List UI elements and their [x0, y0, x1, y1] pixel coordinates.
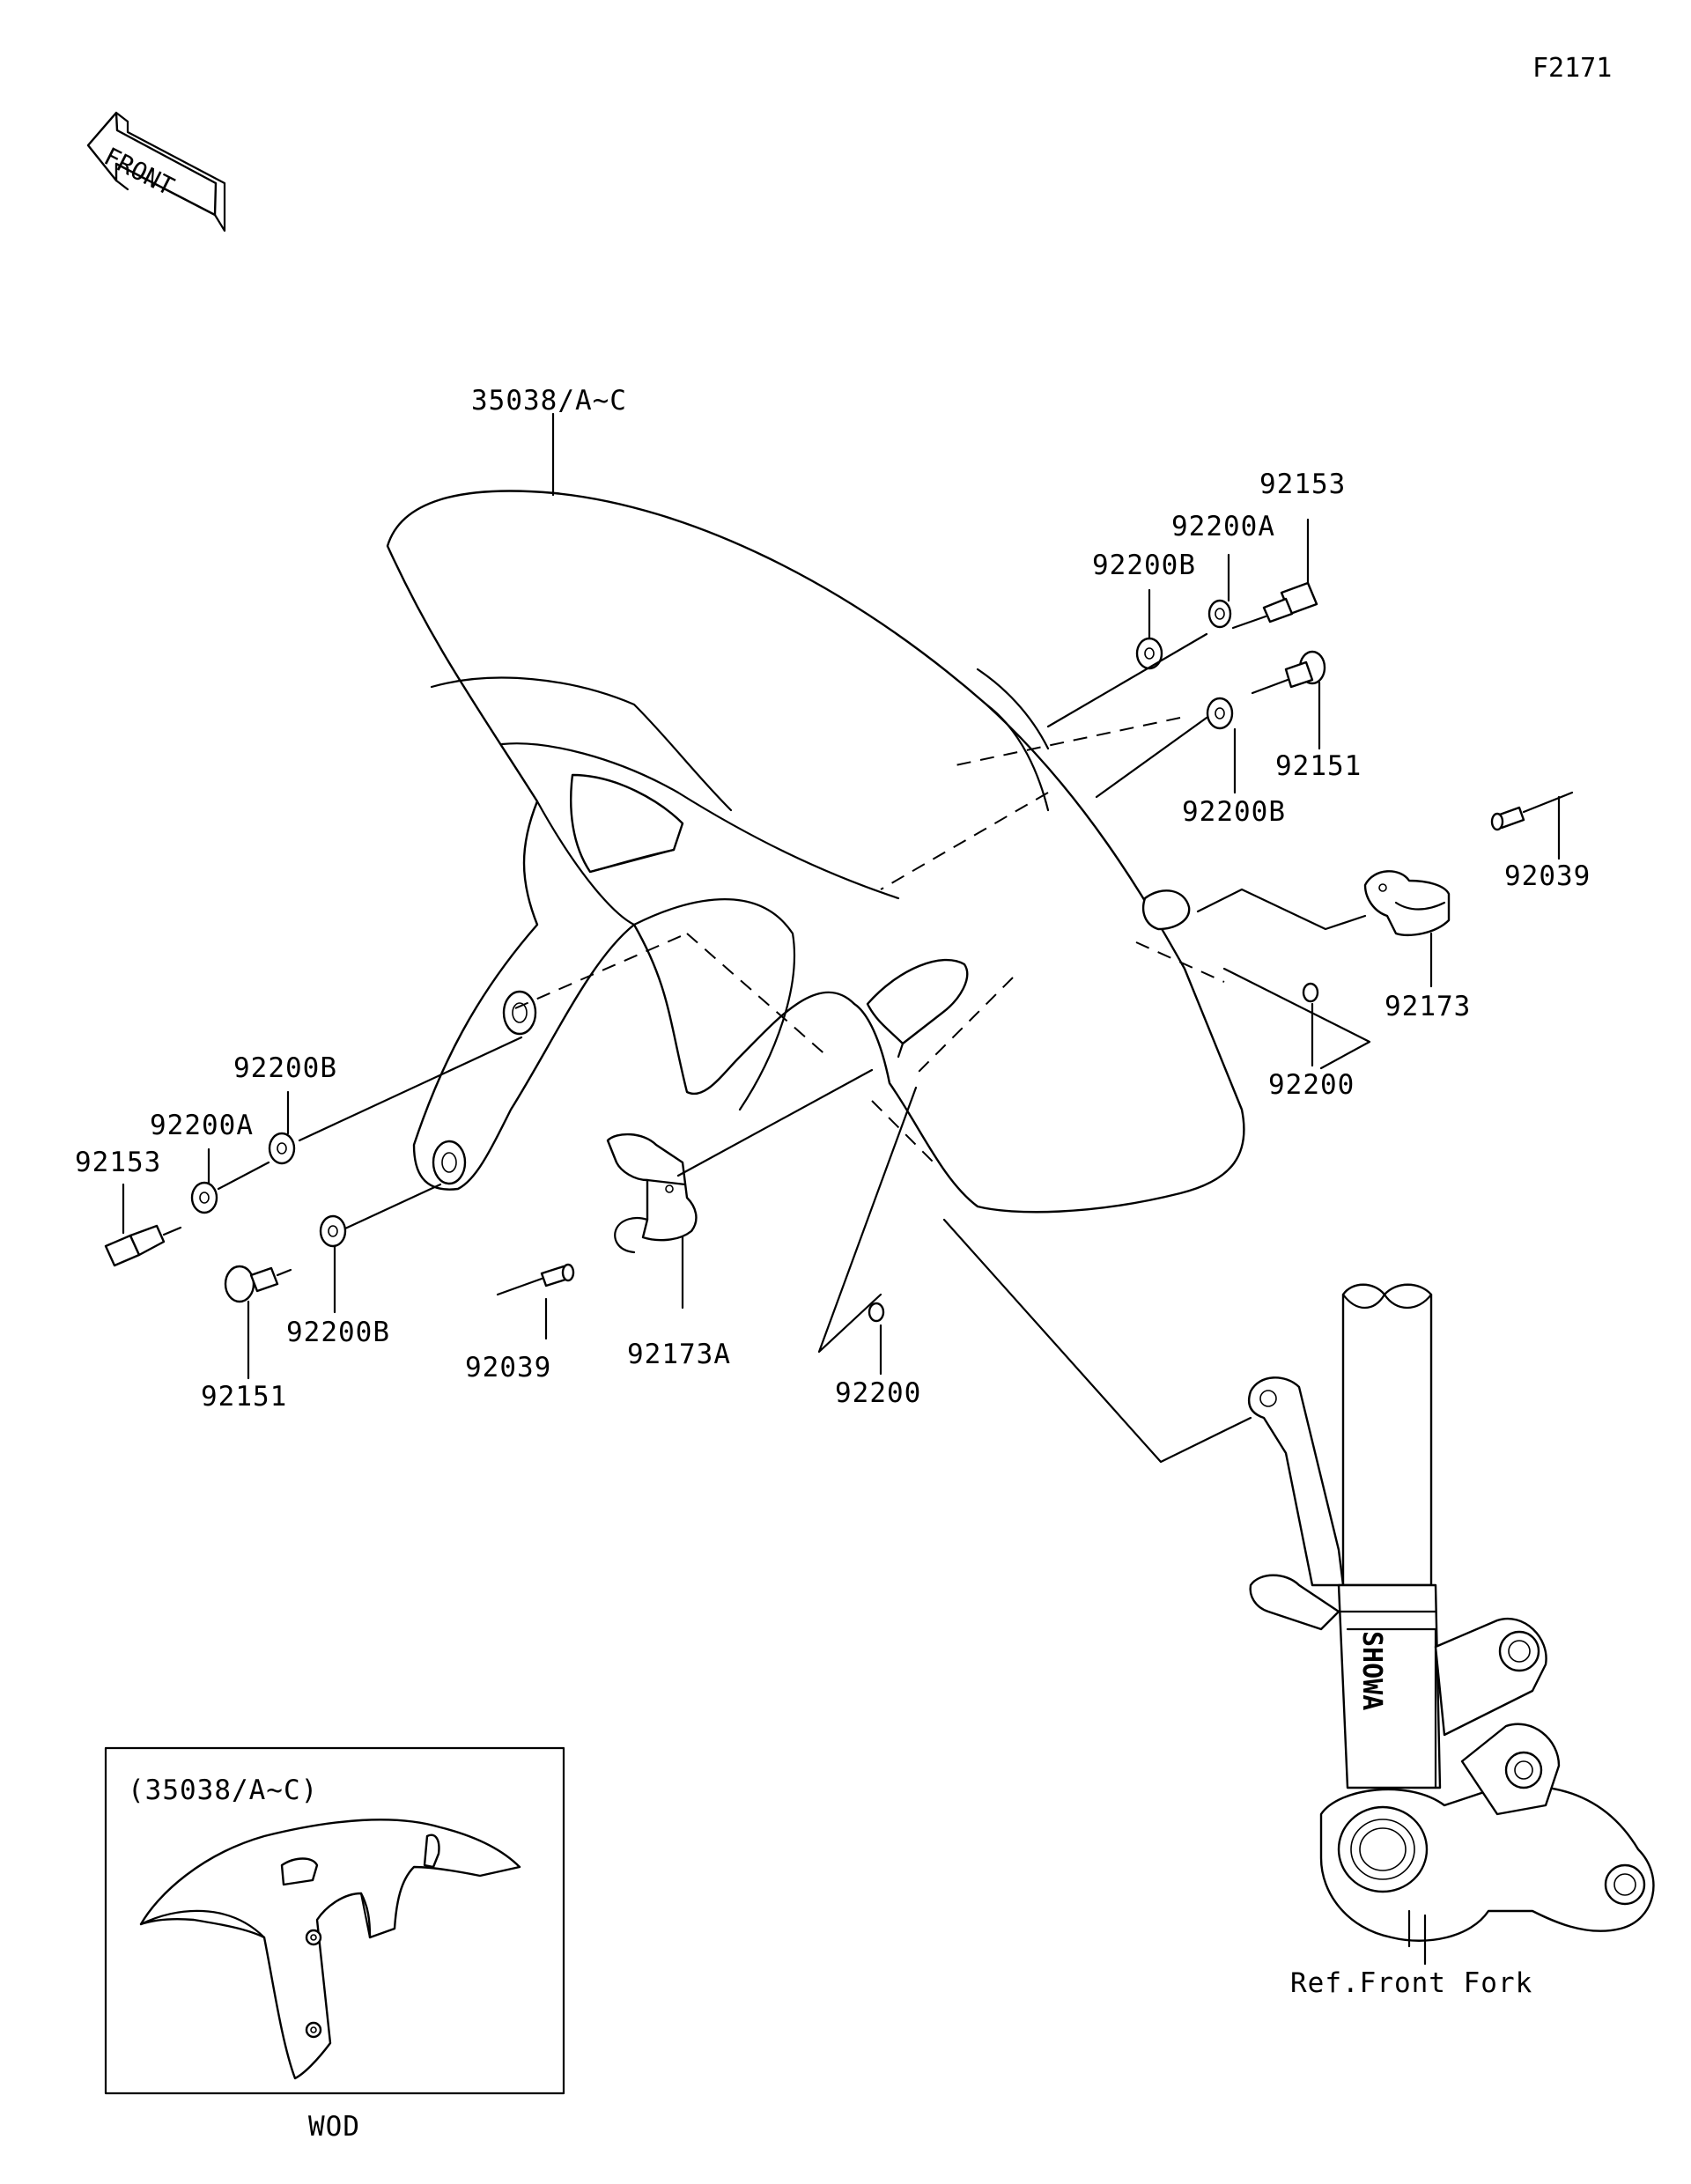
label-92039-left: 92039: [465, 1352, 551, 1383]
inset-variant: (35038/A~C) WOD: [104, 1746, 565, 2143]
hardware-right: [1135, 581, 1574, 1003]
label-92200-right: 92200: [1268, 1069, 1355, 1101]
part-labels: 35038/A~C 92153 92200A 92200B 92151 9220…: [75, 385, 1591, 1999]
inset-caption: WOD: [308, 2111, 360, 2143]
label-92200-left: 92200: [835, 1377, 921, 1409]
label-92151-left: 92151: [201, 1381, 287, 1413]
label-92153-right: 92153: [1259, 469, 1346, 500]
label-92153-left: 92153: [75, 1147, 161, 1178]
label-92200b-right-mid: 92200B: [1182, 796, 1286, 828]
diagram-code: F2171: [1532, 53, 1612, 84]
front-fender: [386, 490, 1245, 1214]
label-92173a-left: 92173A: [627, 1339, 731, 1370]
leader-lines: [122, 412, 1561, 1966]
label-92200b-left-bot: 92200B: [286, 1317, 390, 1348]
label-92173-right: 92173: [1385, 991, 1471, 1022]
fork-brand-label: SHOWA: [1356, 1631, 1387, 1710]
label-92151-right: 92151: [1275, 750, 1362, 782]
label-92039-right: 92039: [1504, 860, 1591, 892]
inset-title: (35038/A~C): [128, 1774, 318, 1806]
front-fork: SHOWA: [1247, 1283, 1655, 1948]
hardware-left: [104, 1132, 885, 1323]
label-92200b-left-top: 92200B: [233, 1052, 337, 1084]
label-92200a-right: 92200A: [1171, 511, 1275, 542]
front-arrow-icon: FRONT: [86, 111, 226, 232]
label-35038-top: 35038/A~C: [471, 385, 627, 417]
label-92200a-left: 92200A: [150, 1110, 254, 1141]
label-ref-front-fork: Ref.Front Fork: [1290, 1967, 1532, 1999]
label-92200b-right-top: 92200B: [1092, 550, 1196, 581]
